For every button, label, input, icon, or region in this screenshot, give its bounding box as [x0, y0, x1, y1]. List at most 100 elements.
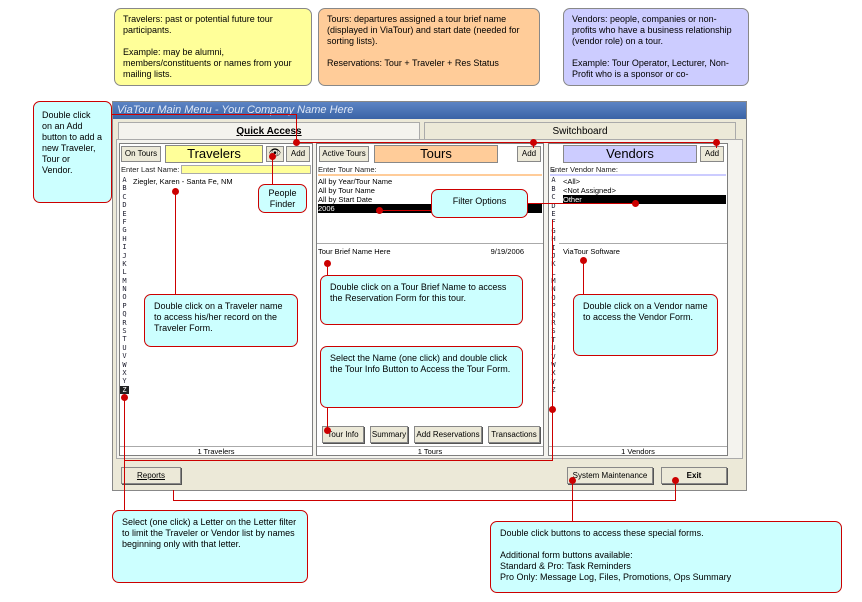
letter-filter-a[interactable]: A: [551, 176, 556, 185]
letter-filter-o[interactable]: O: [122, 293, 127, 302]
tours-filter-list[interactable]: All by Year/Tour Name All by Tour Name A…: [318, 177, 542, 213]
letter-filter-v[interactable]: V: [122, 352, 127, 361]
letter-filter-t[interactable]: T: [122, 335, 127, 344]
vendors-filter-list[interactable]: <All> <Not Assigned> Other: [563, 177, 726, 204]
vendors-note: Vendors: people, companies or non-profit…: [563, 8, 749, 86]
filter-option[interactable]: All by Year/Tour Name: [318, 177, 393, 186]
exit-button[interactable]: Exit: [661, 467, 727, 484]
letter-filter-m[interactable]: M: [551, 277, 556, 286]
tab-quick-access[interactable]: Quick Access: [118, 122, 420, 140]
letter-filter-f[interactable]: F: [122, 217, 127, 226]
vendors-add-button[interactable]: Add: [700, 146, 724, 162]
letter-filter-a[interactable]: A: [122, 176, 127, 184]
letter-filter-h[interactable]: H: [551, 235, 556, 244]
letter-filter-m[interactable]: M: [122, 276, 127, 285]
filter-option-selected[interactable]: Other: [563, 195, 726, 204]
letter-filter-j[interactable]: J: [122, 251, 127, 260]
letter-filter-i[interactable]: I: [122, 243, 127, 252]
filter-option[interactable]: All by Tour Name: [318, 186, 375, 195]
letter-filter-w[interactable]: W: [122, 360, 127, 369]
letter-filter-c[interactable]: C: [122, 192, 127, 201]
connector-dot: [530, 139, 537, 146]
letter-filter-z[interactable]: Z: [551, 386, 556, 395]
tour-list-item[interactable]: Tour Brief Name Here 9/19/2006: [318, 247, 524, 256]
letter-filter-p[interactable]: P: [551, 302, 556, 311]
connector-dot: [324, 260, 331, 267]
tour-brief-callout: Double click on a Tour Brief Name to acc…: [320, 275, 523, 325]
letter-filter-all[interactable]: *: [551, 168, 556, 176]
last-name-input[interactable]: [181, 165, 311, 174]
letter-filter-z[interactable]: Z: [120, 385, 129, 395]
letter-filter-k[interactable]: K: [551, 260, 556, 269]
tab-switchboard[interactable]: Switchboard: [424, 122, 736, 140]
list-item[interactable]: Ziegler, Karen - Santa Fe, NM: [133, 177, 233, 186]
letter-filter-e[interactable]: E: [122, 209, 127, 218]
tour-brief-name[interactable]: Tour Brief Name Here: [318, 247, 391, 256]
travelers-note: Travelers: past or potential future tour…: [114, 8, 312, 86]
letter-filter-l[interactable]: L: [551, 268, 556, 277]
list-item[interactable]: ViaTour Software: [563, 247, 620, 256]
filter-option[interactable]: All by Start Date: [318, 195, 373, 204]
filter-option[interactable]: <Not Assigned>: [563, 186, 616, 195]
letter-filter-i[interactable]: I: [551, 243, 556, 252]
letter-filter-q[interactable]: Q: [122, 310, 127, 319]
letter-filter-g[interactable]: G: [122, 226, 127, 235]
tours-add-button[interactable]: Add: [517, 146, 541, 162]
transactions-button[interactable]: Transactions: [488, 426, 540, 443]
letter-filter-r[interactable]: R: [551, 319, 556, 328]
letter-filter-w[interactable]: W: [551, 360, 556, 369]
letter-filter-p[interactable]: P: [122, 301, 127, 310]
letter-filter-x[interactable]: X: [551, 369, 556, 378]
letter-filter-c[interactable]: C: [551, 193, 556, 202]
connector-dot: [632, 200, 639, 207]
letter-filter-f[interactable]: F: [551, 218, 556, 227]
letter-filter-o[interactable]: O: [551, 293, 556, 302]
vendors-list[interactable]: ViaTour Software: [563, 247, 723, 256]
system-maintenance-button[interactable]: System Maintenance: [567, 467, 653, 484]
tour-info-button[interactable]: Tour Info: [322, 426, 364, 443]
letter-filter-q[interactable]: Q: [551, 310, 556, 319]
letter-filter-d[interactable]: D: [551, 201, 556, 210]
letter-filter-e[interactable]: E: [551, 209, 556, 218]
letter-filter-n[interactable]: N: [551, 285, 556, 294]
letter-filter-x[interactable]: X: [122, 368, 127, 377]
add-reservations-button[interactable]: Add Reservations: [414, 426, 482, 443]
filter-option-selected[interactable]: 2006: [318, 204, 542, 213]
letter-filter-u[interactable]: U: [122, 343, 127, 352]
travelers-list[interactable]: Ziegler, Karen - Santa Fe, NM: [133, 177, 311, 186]
vendors-divider: [559, 243, 727, 244]
connector-line: [175, 190, 176, 294]
letter-filter-b[interactable]: B: [122, 184, 127, 193]
letter-filter-t[interactable]: T: [551, 335, 556, 344]
tours-count: 1 Tours: [317, 446, 543, 457]
letter-filter-s[interactable]: S: [122, 327, 127, 336]
travelers-add-button[interactable]: Add: [286, 146, 310, 162]
letter-filter-k[interactable]: K: [122, 259, 127, 268]
letter-filter-s[interactable]: S: [551, 327, 556, 336]
letter-filter-d[interactable]: D: [122, 201, 127, 210]
active-tours-button[interactable]: Active Tours: [319, 146, 369, 162]
on-tours-button[interactable]: On Tours: [121, 146, 161, 162]
letter-filter-n[interactable]: N: [122, 285, 127, 294]
letter-filter-j[interactable]: J: [551, 251, 556, 260]
letter-filter-y[interactable]: Y: [551, 377, 556, 386]
travelers-title: Travelers: [165, 145, 263, 163]
tours-divider: [317, 243, 543, 244]
filter-option[interactable]: <All>: [563, 177, 581, 186]
letter-filter-y[interactable]: Y: [122, 377, 127, 386]
letter-filter-g[interactable]: G: [551, 226, 556, 235]
letter-filter-r[interactable]: R: [122, 318, 127, 327]
tour-name-input[interactable]: [318, 174, 542, 176]
reports-button[interactable]: Reports: [121, 467, 181, 484]
letter-filter-l[interactable]: L: [122, 268, 127, 277]
letter-filter-b[interactable]: B: [551, 184, 556, 193]
connector-line: [173, 500, 675, 501]
letter-filter-v[interactable]: V: [551, 352, 556, 361]
letter-filter-h[interactable]: H: [122, 234, 127, 243]
letter-filter-u[interactable]: U: [551, 344, 556, 353]
connector-dot: [549, 406, 556, 413]
summary-button[interactable]: Summary: [370, 426, 408, 443]
vendor-name-input[interactable]: [550, 174, 726, 176]
